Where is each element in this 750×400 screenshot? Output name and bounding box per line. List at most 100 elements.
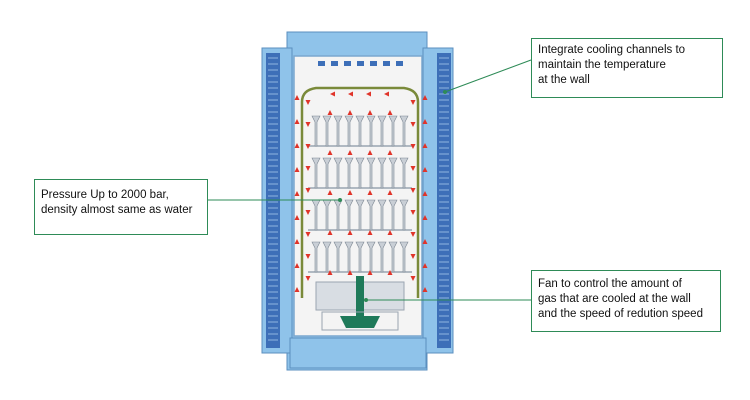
leader-cooling xyxy=(444,59,532,93)
part xyxy=(311,157,321,189)
flow-arrow xyxy=(387,150,393,155)
part xyxy=(399,241,409,273)
leader-pressure-tip xyxy=(338,198,342,202)
flow-arrow xyxy=(422,119,428,124)
part xyxy=(399,157,409,189)
flow-arrow xyxy=(305,188,311,193)
flow-arrow xyxy=(327,190,333,195)
flow-arrow xyxy=(384,91,389,97)
part xyxy=(322,115,332,147)
callout-fan-line-3: and the speed of redution speed xyxy=(538,308,703,320)
leader-lines xyxy=(208,59,532,302)
loaded-parts xyxy=(308,115,412,273)
cooling-channel-right xyxy=(437,53,451,348)
callout-pressure-line-2: density almost same as water xyxy=(41,204,193,216)
flow-arrow xyxy=(327,150,333,155)
flow-arrow xyxy=(422,215,428,220)
flow-arrow xyxy=(294,167,300,172)
flow-arrow xyxy=(294,263,300,268)
part xyxy=(377,157,387,189)
flow-arrow xyxy=(347,150,353,155)
flow-arrow xyxy=(327,270,333,275)
flow-arrow xyxy=(305,100,311,105)
callout-fan: Fan to control the amount of gas that ar… xyxy=(531,270,721,332)
part xyxy=(388,241,398,273)
part xyxy=(355,157,365,189)
flow-arrow xyxy=(348,91,353,97)
flow-arrow xyxy=(387,230,393,235)
flow-arrow xyxy=(387,110,393,115)
flow-arrow xyxy=(327,230,333,235)
flow-arrow xyxy=(422,287,428,292)
flow-arrow xyxy=(294,239,300,244)
flow-arrow xyxy=(367,190,373,195)
fan-icon xyxy=(340,316,380,328)
callout-cooling-line-3: at the wall xyxy=(538,74,590,86)
flow-arrow xyxy=(347,230,353,235)
part xyxy=(366,115,376,147)
flow-arrow xyxy=(347,270,353,275)
port-slot xyxy=(357,61,364,66)
flow-arrow xyxy=(410,144,416,149)
flow-arrow xyxy=(294,143,300,148)
flow-arrow xyxy=(330,91,335,97)
flow-arrow xyxy=(294,119,300,124)
flow-arrow xyxy=(347,190,353,195)
flow-arrow xyxy=(294,287,300,292)
part xyxy=(355,199,365,231)
flow-arrow xyxy=(305,122,311,127)
flow-arrow xyxy=(305,276,311,281)
callout-cooling-channels: Integrate cooling channels to maintain t… xyxy=(531,38,723,98)
flow-arrow xyxy=(367,150,373,155)
flow-arrow xyxy=(305,210,311,215)
flow-arrow xyxy=(422,167,428,172)
flow-arrow xyxy=(410,232,416,237)
part xyxy=(399,115,409,147)
flow-arrow xyxy=(410,100,416,105)
flow-arrow xyxy=(410,166,416,171)
flow-arrow xyxy=(347,110,353,115)
flow-arrow xyxy=(422,239,428,244)
callout-pressure-line-1: Pressure Up to 2000 bar, xyxy=(41,189,169,201)
port-slot xyxy=(331,61,338,66)
flow-arrow xyxy=(367,110,373,115)
leader-cooling-tip xyxy=(443,90,447,94)
port-slot xyxy=(383,61,390,66)
port-slot xyxy=(318,61,325,66)
part xyxy=(377,199,387,231)
part xyxy=(377,115,387,147)
part xyxy=(322,241,332,273)
part xyxy=(311,241,321,273)
flow-arrow xyxy=(305,254,311,259)
flow-arrow xyxy=(366,91,371,97)
flow-arrow xyxy=(422,143,428,148)
part xyxy=(366,199,376,231)
flow-arrow xyxy=(410,254,416,259)
flow-arrow xyxy=(305,232,311,237)
part xyxy=(344,157,354,189)
part xyxy=(366,241,376,273)
flow-arrow xyxy=(327,110,333,115)
top-ports xyxy=(318,61,403,66)
flow-arrow xyxy=(410,122,416,127)
flow-arrow xyxy=(422,191,428,196)
flow-arrow xyxy=(410,210,416,215)
flow-arrow xyxy=(305,144,311,149)
part xyxy=(388,157,398,189)
flow-arrow xyxy=(410,276,416,281)
flow-arrow xyxy=(410,188,416,193)
part xyxy=(399,199,409,231)
part xyxy=(333,157,343,189)
leader-fan-tip xyxy=(364,298,368,302)
callout-cooling-line-2: maintain the temperature xyxy=(538,59,666,71)
callout-pressure: Pressure Up to 2000 bar, density almost … xyxy=(34,179,208,235)
callout-cooling-line-1: Integrate cooling channels to xyxy=(538,44,686,56)
part xyxy=(322,157,332,189)
part xyxy=(388,115,398,147)
part xyxy=(355,241,365,273)
part xyxy=(377,241,387,273)
flow-arrow xyxy=(294,95,300,100)
flow-arrow xyxy=(387,270,393,275)
port-slot xyxy=(370,61,377,66)
